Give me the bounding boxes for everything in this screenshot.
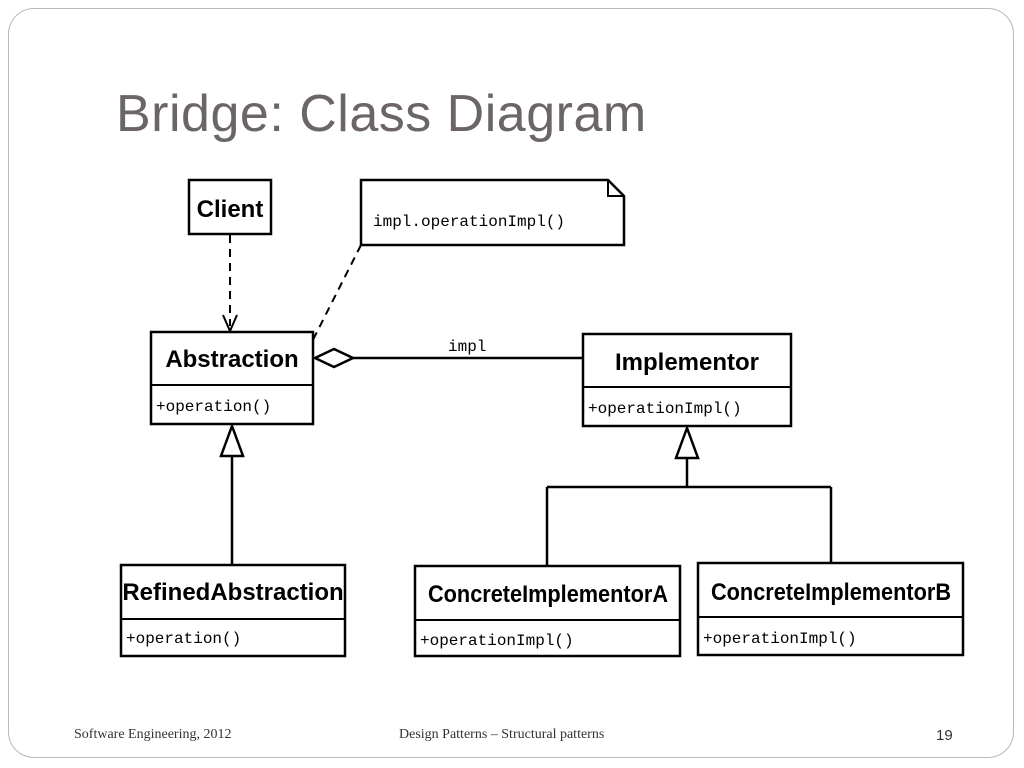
association-label: impl — [448, 338, 486, 356]
abstraction-class: Abstraction +operation() — [149, 330, 315, 426]
concrete-implementor-a-class-name: ConcreteImplementorA — [428, 581, 668, 608]
client-class-name: Client — [197, 196, 264, 223]
note-text: impl.operationImpl() — [373, 213, 565, 231]
footer-course: Software Engineering, 2012 — [74, 727, 232, 742]
implementor-method: +operationImpl() — [588, 400, 742, 418]
abstraction-method: +operation() — [156, 398, 271, 416]
implementor-class-name: Implementor — [615, 349, 759, 376]
slide-title: Bridge: Class Diagram — [116, 85, 647, 143]
concrete-implementor-b-class: ConcreteImplementorB +operationImpl() — [696, 561, 965, 657]
footer-topic: Design Patterns – Structural patterns — [399, 727, 605, 742]
dependency-arrow — [222, 235, 238, 334]
inheritance-concrete — [545, 424, 833, 566]
concrete-implementor-a-class: ConcreteImplementorA +operationImpl() — [413, 564, 682, 658]
refined-abstraction-class-name: RefinedAbstraction — [122, 579, 343, 606]
inheritance-refined — [219, 422, 245, 565]
concrete-implementor-b-method: +operationImpl() — [703, 630, 857, 648]
abstraction-class-name: Abstraction — [165, 346, 298, 373]
implementor-class: Implementor +operationImpl() — [581, 332, 793, 428]
refined-abstraction-class: RefinedAbstraction +operation() — [119, 563, 347, 658]
concrete-implementor-b-class-name: ConcreteImplementorB — [711, 579, 951, 606]
note-connector — [279, 244, 362, 406]
refined-abstraction-method: +operation() — [126, 630, 241, 648]
aggregation-link: impl — [312, 338, 583, 369]
page-number: 19 — [936, 727, 953, 744]
concrete-implementor-a-method: +operationImpl() — [420, 632, 574, 650]
note: impl.operationImpl() — [359, 178, 626, 247]
client-class: Client — [187, 178, 273, 236]
slide-frame — [8, 8, 1014, 758]
